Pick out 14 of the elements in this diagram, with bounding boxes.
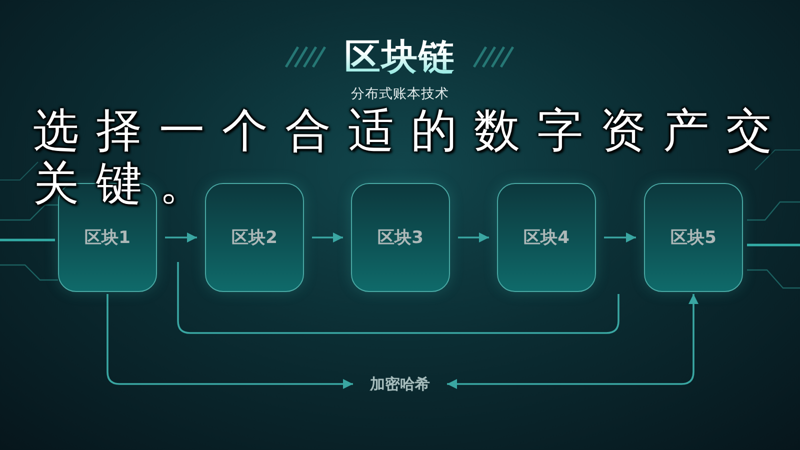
overlay-caption: 选择一个合适的数字资产交	[33, 107, 789, 153]
arrow	[312, 232, 343, 242]
arrow	[604, 232, 636, 242]
subtitle: 分布式账本技术	[351, 86, 449, 102]
block-box: 区块5	[644, 183, 743, 292]
arrow	[106, 294, 353, 389]
arrow	[447, 294, 698, 389]
block-box: 区块3	[351, 183, 450, 292]
text-label: 加密哈希	[362, 373, 438, 395]
arrow	[165, 232, 197, 242]
block-box: 区块2	[205, 183, 304, 292]
arrow	[458, 232, 489, 242]
connector-line	[177, 262, 620, 334]
block-box: 区块4	[497, 183, 596, 292]
